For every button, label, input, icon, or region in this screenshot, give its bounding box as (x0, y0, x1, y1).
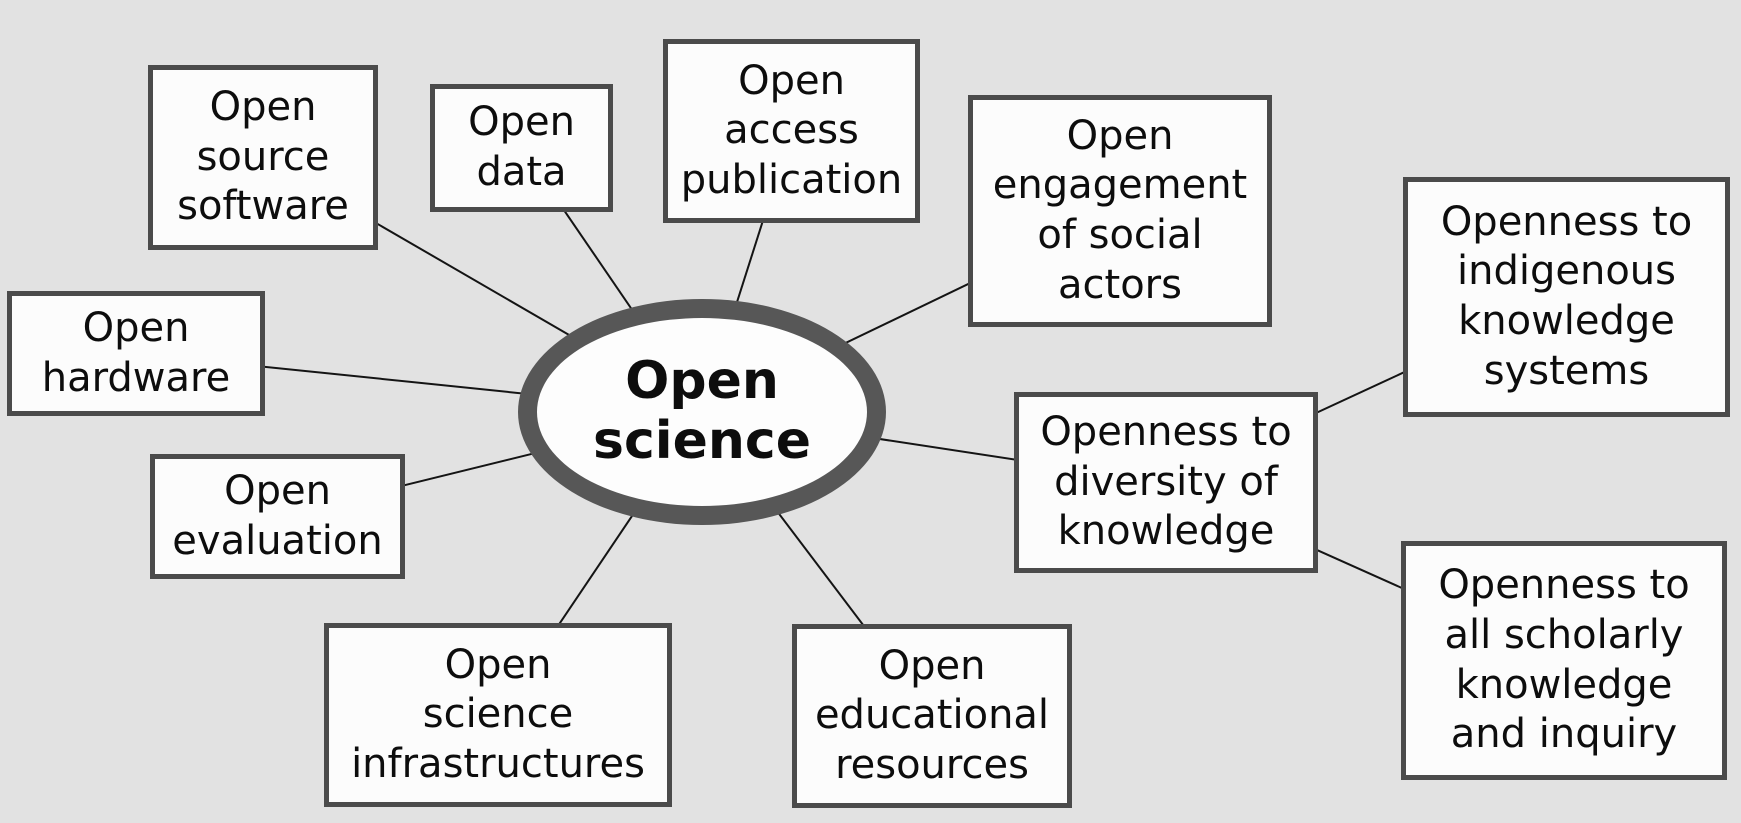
node-label-line: publication (680, 156, 903, 203)
node-label-line: Open (209, 84, 317, 131)
node-label-line: knowledge (1455, 661, 1673, 708)
node-label-line: all scholarly (1444, 611, 1684, 658)
node-label-line: software (177, 183, 349, 230)
node-label-line: educational (814, 692, 1050, 739)
node-label-line: of social (1037, 212, 1203, 258)
node-label-line: science (593, 411, 811, 471)
node-label-line: Open (444, 641, 552, 688)
node-label-line: and inquiry (1450, 711, 1678, 758)
node-label-line: source (196, 133, 330, 180)
node-label-line: science (422, 691, 574, 738)
node-label-line: Open (625, 351, 779, 412)
node-label-line: knowledge (1458, 298, 1675, 344)
node-label-line: Openness to (1040, 409, 1292, 456)
node-label-line: data (476, 149, 567, 195)
node-label-line: access (724, 107, 859, 154)
node-label-line: systems (1483, 347, 1650, 394)
node-label-line: Open (738, 57, 845, 104)
node-label-line: Open (468, 99, 575, 146)
node-label-line: infrastructures (351, 740, 645, 787)
node-label-line: Openness to (1440, 198, 1693, 245)
node-label-line: Open (82, 304, 190, 351)
node-label-line: Open (224, 467, 331, 514)
node-label-line: diversity of (1054, 458, 1278, 505)
node-label-line: resources (835, 741, 1029, 788)
node-label-line: Open (1066, 112, 1174, 159)
node-label-line: indigenous (1457, 248, 1676, 295)
node-label-line: knowledge (1057, 508, 1275, 555)
node-label-line: Openness to (1438, 562, 1690, 609)
node-label-line: evaluation (172, 517, 383, 564)
node-label-line: hardware (41, 354, 231, 401)
node-label-line: engagement (992, 162, 1248, 209)
node-label-line: Open (878, 642, 986, 689)
node-label-line: actors (1058, 261, 1182, 308)
